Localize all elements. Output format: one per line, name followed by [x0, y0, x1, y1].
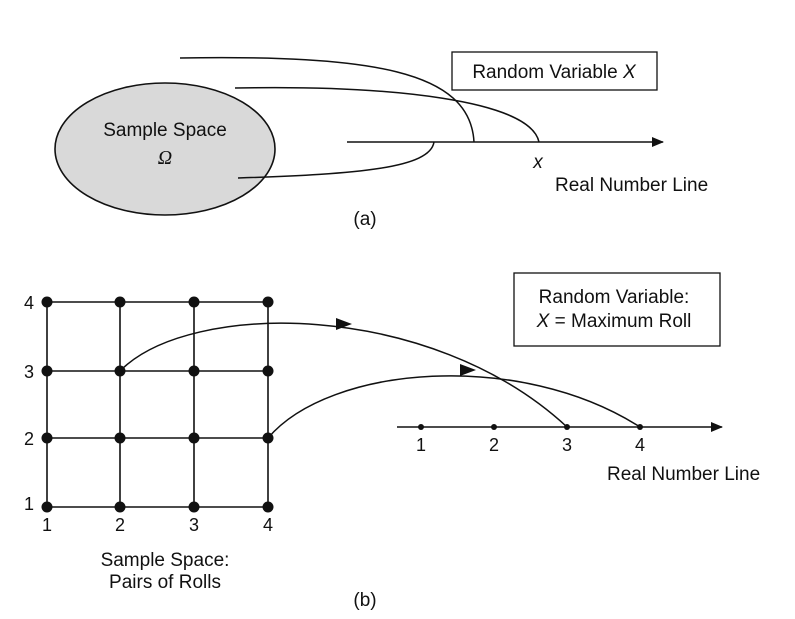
- mapping-curve-2: [234, 86, 540, 143]
- mapping-arrow-b-1: [336, 318, 352, 330]
- grid-point: [188, 501, 200, 513]
- sample-space-grid: [46, 301, 269, 508]
- diagram-b: 4 3 2 1 1 2 3 4 Sample Space: Pairs of R…: [24, 272, 760, 611]
- sample-space-label: Sample Space: [103, 120, 227, 141]
- x-point-label: x: [532, 152, 544, 173]
- grid-point: [114, 501, 126, 513]
- caption-b: (b): [353, 590, 376, 611]
- sample-space-ellipse: [54, 82, 276, 216]
- grid-x-label: 2: [115, 515, 125, 535]
- sample-space-label-b-line2: Pairs of Rolls: [109, 572, 221, 593]
- real-number-line-label-a: Real Number Line: [555, 175, 708, 196]
- grid-point: [114, 296, 126, 308]
- grid-point: [188, 365, 200, 377]
- number-line-point: [418, 424, 424, 430]
- caption-a: (a): [353, 209, 376, 230]
- grid-x-label: 3: [189, 515, 199, 535]
- grid-point: [41, 365, 53, 377]
- mapping-curve-3: [237, 141, 435, 179]
- grid-point: [114, 432, 126, 444]
- random-variable-box-a: [451, 51, 658, 91]
- number-line-tick-label: 3: [562, 435, 572, 455]
- grid-point: [41, 432, 53, 444]
- mapping-curve-1: [179, 56, 475, 143]
- grid-y-label: 3: [24, 362, 34, 382]
- random-variable-label-b-line2: X = Maximum Roll: [536, 311, 692, 332]
- number-line-tick-label: 2: [489, 435, 499, 455]
- grid-point: [262, 365, 274, 377]
- mapping-curve-b-2: [267, 375, 641, 439]
- grid-points: [41, 296, 274, 513]
- random-variable-box-b: [513, 272, 721, 347]
- mapping-arrow-b-2: [460, 364, 476, 376]
- grid-x-label: 4: [263, 515, 273, 535]
- sample-space-label-b-line1: Sample Space:: [101, 550, 230, 571]
- omega-symbol: Ω: [158, 147, 172, 169]
- grid-point: [41, 501, 53, 513]
- number-line-tick-label: 1: [416, 435, 426, 455]
- number-line-tick-label: 4: [635, 435, 645, 455]
- grid-y-label: 4: [24, 293, 34, 313]
- number-line-point: [637, 424, 643, 430]
- grid-point: [41, 296, 53, 308]
- grid-x-label: 1: [42, 515, 52, 535]
- grid-y-label: 1: [24, 494, 34, 514]
- random-variable-label-a: Random Variable X: [472, 62, 637, 83]
- grid-y-label: 2: [24, 429, 34, 449]
- grid-point: [262, 501, 274, 513]
- number-line-point: [491, 424, 497, 430]
- grid-point: [188, 296, 200, 308]
- grid-point: [188, 432, 200, 444]
- number-line-point: [564, 424, 570, 430]
- diagram-a: Sample Space Ω x Real Number Line Random…: [54, 51, 708, 230]
- real-number-line-label-b: Real Number Line: [607, 464, 760, 485]
- grid-point: [262, 296, 274, 308]
- mapping-curve-b-1: [119, 322, 568, 428]
- random-variable-label-b-line1: Random Variable:: [539, 287, 690, 308]
